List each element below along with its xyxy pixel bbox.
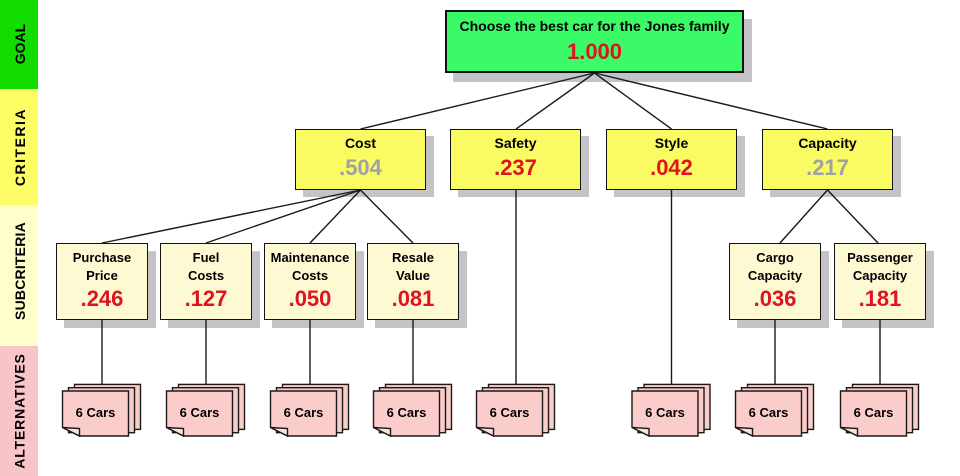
svg-text:6 Cars: 6 Cars bbox=[490, 405, 530, 420]
svg-text:6 Cars: 6 Cars bbox=[854, 405, 894, 420]
svg-text:6 Cars: 6 Cars bbox=[645, 405, 685, 420]
svg-text:6 Cars: 6 Cars bbox=[284, 405, 324, 420]
svg-text:6 Cars: 6 Cars bbox=[387, 405, 427, 420]
svg-text:6 Cars: 6 Cars bbox=[749, 405, 789, 420]
svg-text:6 Cars: 6 Cars bbox=[180, 405, 220, 420]
svg-text:6 Cars: 6 Cars bbox=[76, 405, 116, 420]
